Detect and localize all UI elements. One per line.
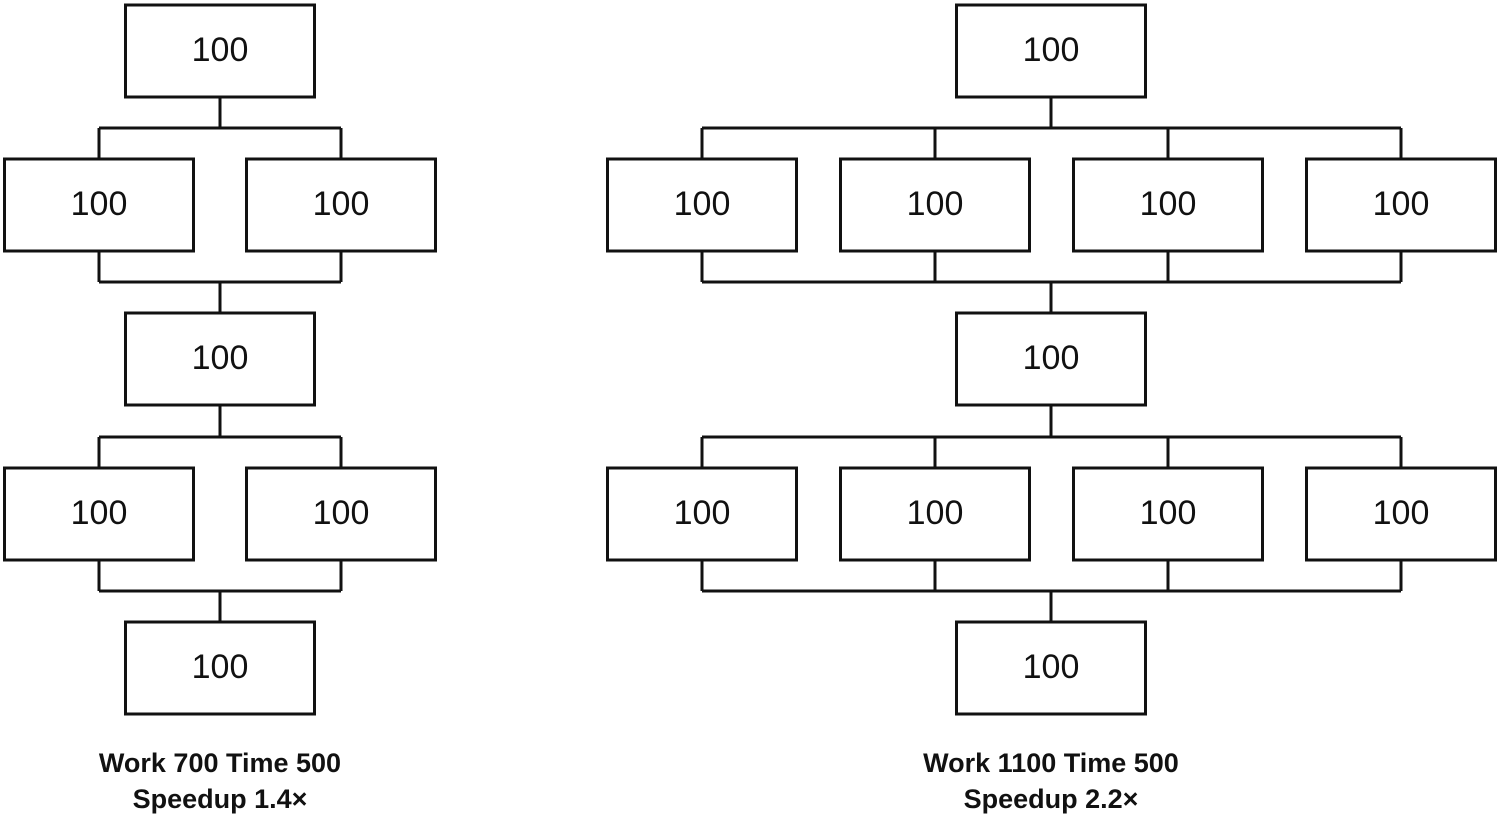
right-node-label: 100 bbox=[1023, 31, 1080, 69]
right-node-label: 100 bbox=[907, 185, 964, 223]
left-node-box bbox=[124, 311, 316, 407]
right-node-label: 100 bbox=[1373, 494, 1430, 532]
right-node-label: 100 bbox=[674, 185, 731, 223]
left-work-time-label: Work 700 Time 500 bbox=[98, 748, 342, 778]
left-node-label: 100 bbox=[313, 494, 370, 532]
right-node-label: 100 bbox=[1373, 185, 1430, 223]
left-node-label: 100 bbox=[192, 31, 249, 69]
right-node-box bbox=[1072, 157, 1264, 253]
right-node-box bbox=[1305, 157, 1497, 253]
left-node-label: 100 bbox=[192, 339, 249, 377]
right-node-label: 100 bbox=[1023, 648, 1080, 686]
right-node-box bbox=[1305, 466, 1497, 562]
right-node-box bbox=[955, 620, 1147, 716]
right-node-label: 100 bbox=[674, 494, 731, 532]
right-node-box bbox=[839, 466, 1031, 562]
left-node-box bbox=[124, 620, 316, 716]
right-node-label: 100 bbox=[1140, 494, 1197, 532]
left-graph-caption: Work 700 Time 500 Speedup 1.4× bbox=[0, 745, 440, 817]
left-node-label: 100 bbox=[313, 185, 370, 223]
right-node-label: 100 bbox=[907, 494, 964, 532]
right-node-box bbox=[955, 3, 1147, 99]
right-node-box bbox=[839, 157, 1031, 253]
left-node-label: 100 bbox=[192, 648, 249, 686]
left-node-label: 100 bbox=[71, 185, 128, 223]
left-node-box bbox=[245, 157, 437, 253]
right-graph-caption: Work 1100 Time 500 Speedup 2.2× bbox=[831, 745, 1271, 817]
left-node-box bbox=[124, 3, 316, 99]
right-node-box bbox=[606, 157, 798, 253]
left-node-box bbox=[3, 157, 195, 253]
right-node-box bbox=[606, 466, 798, 562]
left-speedup-label: Speedup 1.4× bbox=[132, 784, 308, 814]
right-work-time-label: Work 1100 Time 500 bbox=[923, 748, 1179, 778]
right-node-box bbox=[955, 311, 1147, 407]
right-speedup-label: Speedup 2.2× bbox=[963, 784, 1139, 814]
right-node-label: 100 bbox=[1140, 185, 1197, 223]
left-node-label: 100 bbox=[71, 494, 128, 532]
left-node-box bbox=[245, 466, 437, 562]
right-node-label: 100 bbox=[1023, 339, 1080, 377]
left-node-box bbox=[3, 466, 195, 562]
right-node-box bbox=[1072, 466, 1264, 562]
